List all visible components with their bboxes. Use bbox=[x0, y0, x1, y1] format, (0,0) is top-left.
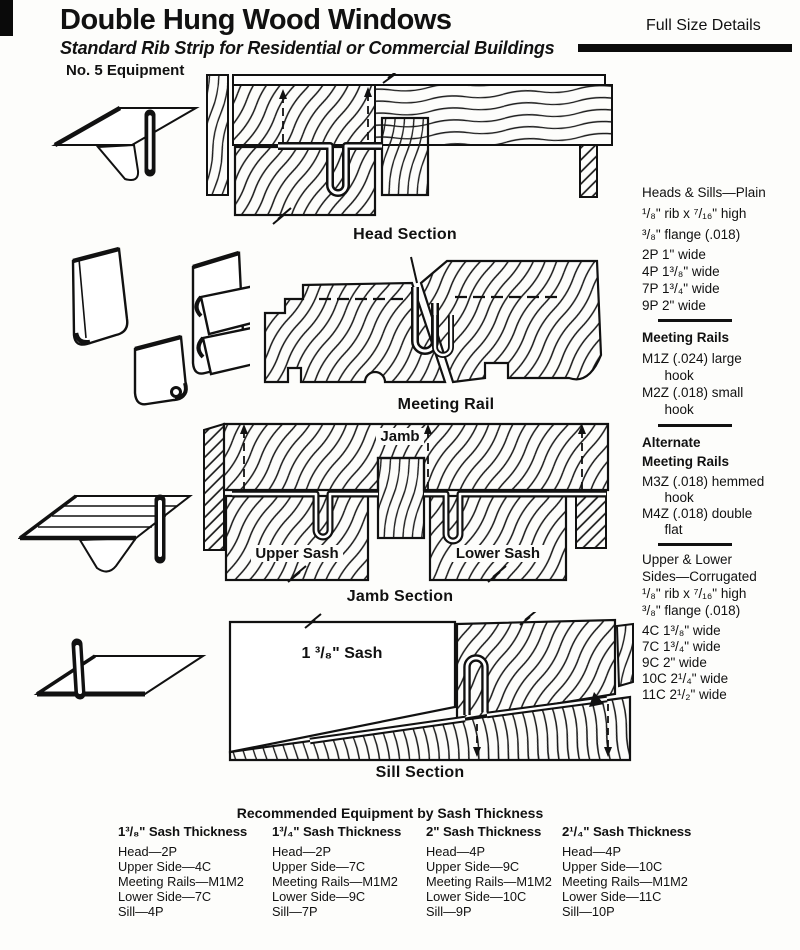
size-line: 7P 1³/₄" wide bbox=[642, 281, 720, 296]
size-line: 9P 2" wide bbox=[642, 298, 706, 313]
head-section-diagram bbox=[206, 73, 613, 225]
caption-sill-section: Sill Section bbox=[375, 764, 465, 781]
column-heading: 1³/₄" Sash Thickness bbox=[272, 824, 402, 839]
heading-line: Alternate bbox=[642, 435, 701, 450]
title-rule bbox=[578, 44, 792, 52]
spec-line: ³/₈" flange (.018) bbox=[642, 603, 741, 618]
spec-line: M2Z (.018) small bbox=[642, 385, 744, 400]
spec-line: flat bbox=[642, 522, 683, 537]
equipment-line: Sill—10P bbox=[562, 904, 615, 919]
rib-strip-isometric bbox=[51, 106, 200, 181]
column-heading: 1³/₈" Sash Thickness bbox=[118, 824, 248, 839]
meeting-rail-diagram bbox=[263, 256, 603, 384]
spec-line: hook bbox=[642, 368, 694, 383]
sidebar-divider bbox=[658, 319, 732, 322]
caption-head-section: Head Section bbox=[353, 226, 457, 243]
size-line: 9C 2" wide bbox=[642, 655, 707, 670]
corner-note: Full Size Details bbox=[646, 17, 761, 34]
spec-line: Heads & Sills—Plain bbox=[642, 185, 766, 200]
spec-line: M1Z (.024) large bbox=[642, 351, 742, 366]
equipment-line: Sill—4P bbox=[118, 904, 164, 919]
equipment-line: Lower Side—11C bbox=[562, 889, 662, 904]
upper-sash-label-text: Upper Sash bbox=[251, 545, 343, 562]
jamb-section-diagram bbox=[203, 422, 610, 583]
equipment-line: Head—4P bbox=[562, 844, 622, 859]
size-line: 4C 1³/₈" wide bbox=[642, 623, 721, 638]
sill-section-diagram bbox=[228, 612, 634, 762]
sidebar-divider bbox=[658, 543, 732, 546]
recommendations-title: Recommended Equipment by Sash Thickness bbox=[236, 805, 544, 821]
jamb-label: Jamb bbox=[352, 428, 448, 445]
equipment-label: No. 5 Equipment bbox=[66, 62, 185, 79]
sidebar-divider bbox=[658, 424, 732, 427]
caption-jamb-section: Jamb Section bbox=[346, 588, 454, 605]
sidebar-meeting-rails-heading: Meeting Rails bbox=[642, 330, 730, 345]
spec-line: ¹/₈" rib x ⁷/₁₆" high bbox=[642, 586, 747, 601]
equipment-line: Upper Side—7C bbox=[272, 859, 366, 874]
spec-line: hook bbox=[642, 490, 694, 505]
page-title: Double Hung Wood Windows bbox=[60, 4, 452, 36]
spec-line: Sides—Corrugated bbox=[642, 569, 757, 584]
equipment-line: Lower Side—9C bbox=[272, 889, 366, 904]
column-heading: 2" Sash Thickness bbox=[426, 824, 542, 839]
scan-artifact bbox=[0, 0, 13, 36]
equipment-line: Upper Side—9C bbox=[426, 859, 520, 874]
equipment-line: Meeting Rails—M1M2 bbox=[118, 874, 244, 889]
spec-line: M4Z (.018) double bbox=[642, 506, 753, 521]
equipment-line: Lower Side—10C bbox=[426, 889, 527, 904]
page-subtitle: Standard Rib Strip for Residential or Co… bbox=[60, 38, 555, 58]
sidebar-heads-sills-spec: Heads & Sills—Plain ¹/₈" rib x ⁷/₁₆" high… bbox=[642, 182, 798, 245]
jamb-label-text: Jamb bbox=[376, 428, 424, 445]
equipment-line: Sill—7P bbox=[272, 904, 318, 919]
heading-line: Meeting Rails bbox=[642, 454, 730, 469]
corrugated-strip-isometric bbox=[18, 494, 193, 573]
caption-meeting-rail: Meeting Rail bbox=[397, 396, 495, 413]
sill-sash-label: 1 ³/₈" Sash bbox=[301, 645, 383, 662]
size-line: 10C 2¹/₄" wide bbox=[642, 671, 729, 686]
column-heading: 2¹/₄" Sash Thickness bbox=[562, 824, 692, 839]
spec-line: hook bbox=[642, 402, 694, 417]
equipment-line: Upper Side—10C bbox=[562, 859, 663, 874]
spec-line: ³/₈" flange (.018) bbox=[642, 227, 741, 242]
equipment-line: Meeting Rails—M1M2 bbox=[562, 874, 688, 889]
lower-sash-label-text: Lower Sash bbox=[451, 545, 545, 562]
size-line: 4P 1³/₈" wide bbox=[642, 264, 720, 279]
equipment-line: Head—2P bbox=[272, 844, 332, 859]
equipment-line: Meeting Rails—M1M2 bbox=[426, 874, 552, 889]
equipment-line: Meeting Rails—M1M2 bbox=[272, 874, 398, 889]
upper-sash-label: Upper Sash bbox=[227, 545, 367, 562]
spec-line: Upper & Lower bbox=[642, 552, 733, 567]
spec-line: ¹/₈" rib x ⁷/₁₆" high bbox=[642, 206, 747, 221]
size-line: 11C 2¹/₂" wide bbox=[642, 687, 727, 702]
equipment-line: Head—4P bbox=[426, 844, 486, 859]
hook-strips-isometric bbox=[71, 246, 250, 406]
size-line: 7C 1³/₄" wide bbox=[642, 639, 721, 654]
size-line: 2P 1" wide bbox=[642, 247, 706, 262]
equipment-line: Sill—9P bbox=[426, 904, 472, 919]
equipment-line: Lower Side—7C bbox=[118, 889, 212, 904]
sill-strip-isometric bbox=[33, 638, 207, 700]
equipment-line: Upper Side—4C bbox=[118, 859, 212, 874]
equipment-line: Head—2P bbox=[118, 844, 178, 859]
lower-sash-label: Lower Sash bbox=[428, 545, 568, 562]
spec-line: M3Z (.018) hemmed bbox=[642, 474, 765, 489]
sidebar-heads-sills-sizes: 2P 1" wide 4P 1³/₈" wide 7P 1³/₄" wide 9P 2… bbox=[642, 246, 798, 314]
